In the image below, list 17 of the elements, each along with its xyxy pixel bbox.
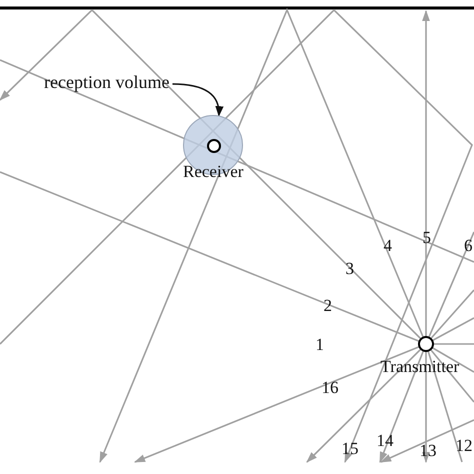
node-caption: Receiver: [183, 163, 244, 180]
ray-number: 2: [324, 296, 332, 314]
antenna-point-circle: [207, 139, 221, 153]
leader-arrow: [172, 83, 224, 117]
ray-number: 3: [346, 260, 354, 276]
ray-number: 12: [456, 436, 472, 454]
ray-number: 4: [384, 236, 392, 254]
ray-number: 13: [420, 442, 436, 458]
ray-number: 14: [376, 432, 394, 448]
antenna-point-circle: [418, 336, 434, 352]
ray-number: 15: [342, 440, 358, 456]
ray-number: 6: [464, 236, 472, 254]
ray-number: 5: [422, 228, 431, 246]
ray-number: 16: [322, 378, 338, 396]
callout-label: reception volume: [44, 73, 170, 91]
ray-number: 1: [316, 336, 324, 352]
node-caption: Transmitter: [380, 358, 460, 375]
